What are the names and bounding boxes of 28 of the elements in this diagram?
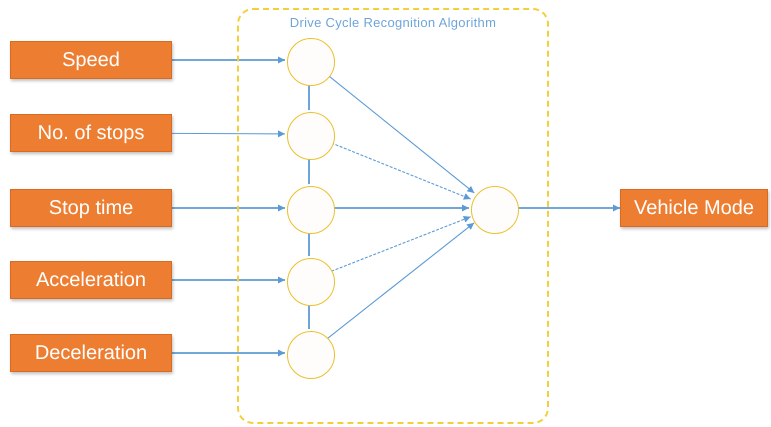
neuron-circle [287, 38, 335, 86]
connector-line [308, 304, 310, 329]
input-box: Acceleration [10, 261, 172, 299]
arrow [331, 216, 471, 272]
neuron-circle [287, 331, 335, 379]
neuron-circle [471, 186, 519, 234]
group-title: Drive Cycle Recognition Algorithm [288, 15, 498, 30]
connector-line [308, 84, 310, 110]
connector-line [308, 232, 310, 256]
arrow [172, 276, 285, 284]
input-box: Deceleration [10, 334, 172, 372]
input-box: No. of stops [10, 114, 172, 152]
neuron-circle [287, 186, 335, 234]
connector-line [308, 158, 310, 184]
arrow [172, 350, 285, 356]
arrow [333, 204, 469, 212]
neuron-circle [287, 258, 335, 306]
arrow [172, 204, 285, 212]
algorithm-group-frame [237, 8, 549, 424]
arrow [517, 204, 620, 212]
input-box: Vehicle Mode [620, 189, 768, 227]
arrow [327, 74, 475, 194]
neuron-circle [287, 112, 335, 160]
input-box: Stop time [10, 189, 172, 227]
arrow [172, 130, 285, 138]
arrow [172, 56, 285, 64]
input-box: Speed [10, 41, 172, 79]
arrow [328, 222, 474, 339]
